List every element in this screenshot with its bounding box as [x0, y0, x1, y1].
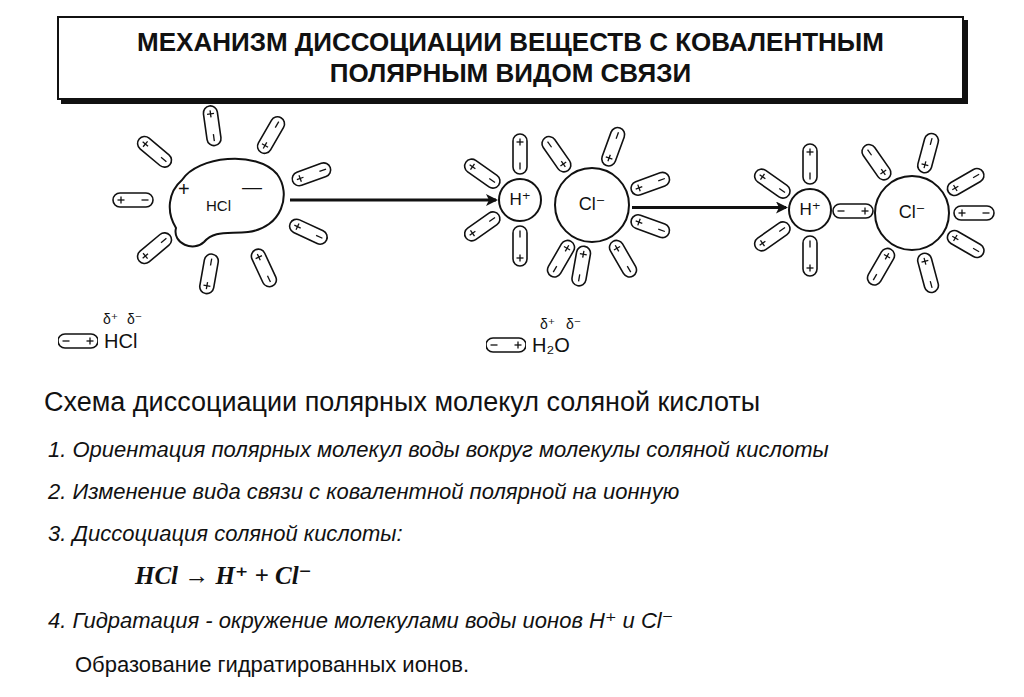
water-dipole: [539, 134, 573, 175]
ion-label: H⁺: [509, 191, 530, 210]
water-dipole: [945, 166, 987, 198]
water-dipole: [607, 238, 639, 280]
partial-charge: δ⁻: [566, 316, 581, 333]
dipole-sample: [58, 332, 98, 350]
water-dipole: [58, 334, 98, 348]
equation: HCl → H⁺ + Cl⁻: [135, 561, 312, 591]
title: МЕХАНИЗМ ДИССОЦИАЦИИ ВЕЩЕСТВ С КОВАЛЕНТН…: [81, 27, 941, 89]
water-dipole: [865, 246, 897, 288]
water-dipole: [135, 134, 175, 170]
water-dipole: [486, 338, 526, 352]
water-dipole: [135, 230, 175, 266]
legend-item: H₂O: [486, 334, 570, 356]
water-dipole: [462, 156, 503, 190]
step-text: 1. Ориентация полярных молекул воды вокр…: [48, 437, 829, 463]
ion-circle: Cl⁻: [554, 167, 630, 243]
water-dipole: [249, 247, 279, 289]
caption: Схема диссоциации полярных молекул солян…: [44, 386, 760, 418]
step-text: Образование гидратированных ионов.: [75, 652, 469, 678]
water-dipole: [600, 126, 627, 168]
ion-text-group: Cl⁻: [579, 195, 606, 215]
legend-text: H₂O: [532, 334, 570, 356]
water-dipole: [752, 219, 793, 253]
water-dipole: [199, 253, 220, 295]
water-dipole: [113, 193, 153, 207]
water-dipole: [202, 105, 221, 147]
ion-circle: H⁺: [788, 188, 832, 232]
water-dipole: [513, 226, 527, 266]
water-dipole: [916, 252, 940, 294]
reaction-arrow: [290, 199, 496, 202]
ion-label: Cl⁻: [899, 203, 926, 223]
molecule-blob: + HCl —: [162, 152, 288, 248]
molecule-text: +: [178, 178, 190, 200]
water-dipole: [629, 170, 671, 197]
water-dipole: [462, 209, 503, 243]
title-box: МЕХАНИЗМ ДИССОЦИАЦИИ ВЕЩЕСТВ С КОВАЛЕНТН…: [57, 16, 964, 100]
reaction-arrow: [632, 206, 786, 209]
legend-item: HCl: [58, 330, 137, 352]
water-dipole: [513, 134, 527, 174]
ion-circle: Cl⁻: [874, 175, 950, 251]
step-text: 2. Изменение вида связи с ковалентной по…: [48, 479, 679, 505]
ion-label: Cl⁻: [579, 195, 606, 215]
water-dipole: [290, 161, 332, 188]
water-dipole: [752, 166, 793, 200]
water-dipole: [545, 238, 577, 280]
water-dipole: [954, 206, 994, 220]
water-dipole: [833, 204, 873, 218]
molecule-text: —: [242, 176, 262, 198]
step-text: 3. Диссоциация соляной кислоты:: [48, 521, 403, 547]
ion-text-group: H⁺: [509, 191, 530, 210]
water-dipole: [803, 144, 817, 184]
step-text: 4. Гидратация - окружение молекулами вод…: [48, 608, 673, 634]
ion-text-group: H⁺: [799, 201, 820, 220]
water-dipole: [629, 213, 671, 240]
partial-charge: δ⁺: [540, 316, 555, 333]
water-dipole: [287, 217, 329, 247]
water-dipole: [255, 114, 287, 156]
ion-circle: H⁺: [498, 178, 542, 222]
ion-label: H⁺: [799, 201, 820, 220]
water-dipole: [945, 228, 987, 260]
dipole-sample: [486, 336, 526, 354]
legend-text: HCl: [104, 330, 137, 352]
water-dipole: [859, 142, 893, 183]
ion-text-group: Cl⁻: [899, 203, 926, 223]
water-dipole: [916, 132, 940, 174]
molecule-text: HCl: [206, 198, 231, 215]
partial-charge: δ⁺: [103, 311, 118, 328]
water-dipole: [803, 236, 817, 276]
partial-charge: δ⁻: [127, 311, 142, 328]
